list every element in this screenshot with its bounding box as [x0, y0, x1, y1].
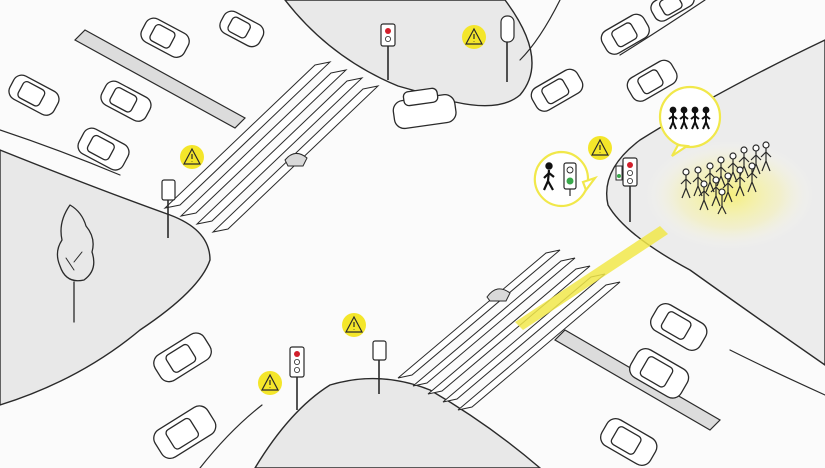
- warning-marker-bottom: [342, 313, 366, 337]
- warning-marker-right: [588, 136, 612, 160]
- warning-marker-left: [180, 145, 204, 169]
- warning-marker-top: [462, 25, 486, 49]
- warning-marker-bottom-left: [258, 371, 282, 395]
